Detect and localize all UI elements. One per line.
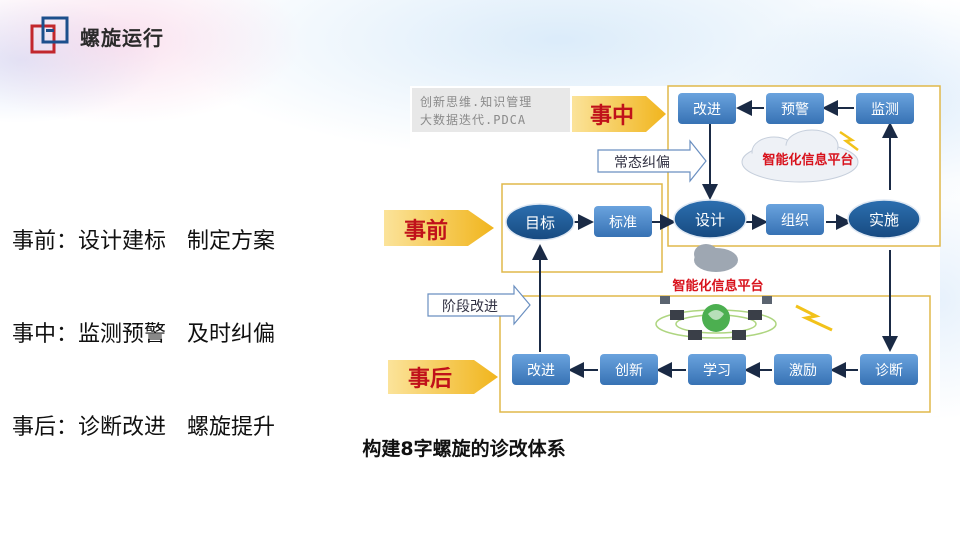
stage-improvement-arrow: 阶段改进: [427, 284, 531, 326]
node-target: 目标: [505, 203, 575, 241]
node-organize: 组织: [766, 204, 824, 235]
summary-line-before: 事前：设计建标 制定方案: [12, 229, 275, 254]
cloud-icon: [741, 129, 859, 183]
svg-text:激励: 激励: [789, 362, 817, 379]
node-warning: 预警: [766, 93, 824, 124]
banner-line-2: 大数据迭代.PDCA: [420, 112, 526, 127]
phase-arrow-during: 事中: [572, 96, 666, 132]
node-innovate: 创新: [600, 354, 658, 385]
svg-text:组织: 组织: [781, 213, 809, 229]
node-monitor: 监测: [856, 93, 914, 124]
node-incentive: 激励: [774, 354, 832, 385]
logo-icon: [30, 16, 69, 54]
stage-improvement-label: 阶段改进: [442, 299, 498, 315]
node-design: 设计: [673, 199, 747, 239]
frame-after: [499, 295, 931, 413]
svg-text:目标: 目标: [525, 214, 555, 232]
svg-text:改进: 改进: [527, 363, 555, 379]
svg-text:诊断: 诊断: [875, 363, 903, 379]
banner-line-1: 创新思维.知识管理: [420, 94, 532, 109]
svg-text:标准: 标准: [609, 215, 637, 231]
phase-label-during: 事中: [590, 103, 634, 129]
svg-text:预警: 预警: [781, 102, 809, 118]
phase-summary: 事前：设计建标 制定方案 事中：监测预警 及时纠偏 事后：诊断改进 螺旋提升: [12, 164, 275, 474]
svg-text:学习: 学习: [703, 363, 731, 379]
phase-arrow-after: 事后: [388, 360, 498, 394]
diagram-caption: 构建8字螺旋的诊改体系: [362, 438, 566, 460]
summary-line-during: 事中：监测预警 及时纠偏: [12, 322, 275, 347]
lightning-icon: [839, 130, 859, 151]
lightning-icon-bottom: [795, 304, 833, 332]
svg-text:监测: 监测: [871, 102, 899, 118]
node-improve-top: 改进: [678, 93, 736, 124]
platform-label-bottom: 智能化信息平台: [672, 278, 763, 294]
routine-correction-arrow: 常态纠偏: [597, 139, 707, 183]
caption-container: 构建8字螺旋的诊改体系: [0, 434, 960, 461]
phase-label-before: 事前: [404, 218, 448, 244]
svg-text:实施: 实施: [869, 211, 899, 229]
network-icon: [655, 244, 777, 340]
routine-correction-label: 常态纠偏: [614, 155, 670, 171]
node-implement: 实施: [847, 199, 921, 239]
platform-label-top: 智能化信息平台: [762, 152, 853, 168]
svg-text:改进: 改进: [693, 102, 721, 118]
node-standard: 标准: [594, 206, 652, 237]
svg-text:创新: 创新: [615, 363, 643, 379]
node-improve-bottom: 改进: [512, 354, 570, 385]
svg-text:设计: 设计: [695, 211, 725, 229]
banner-box: [412, 88, 570, 132]
phase-arrow-before: 事前: [384, 210, 494, 246]
summary-line-after: 事后：诊断改进 螺旋提升: [12, 415, 275, 440]
phase-label-after: 事后: [408, 366, 452, 392]
brand-title: 螺旋运行: [80, 26, 164, 50]
node-learn: 学习: [688, 354, 746, 385]
node-diagnose: 诊断: [860, 354, 918, 385]
